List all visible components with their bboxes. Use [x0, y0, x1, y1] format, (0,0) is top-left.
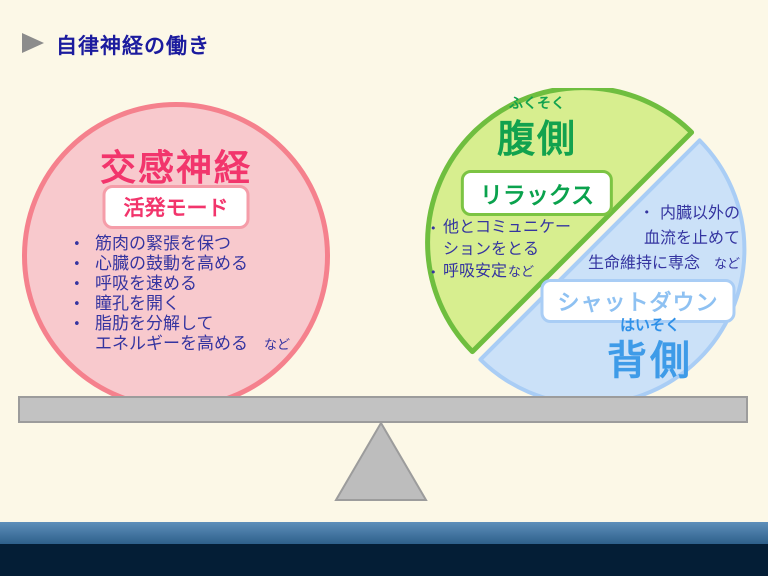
bullet-item: 心臓の鼓動を高める: [68, 254, 290, 275]
active-mode-badge: 活発モード: [102, 185, 250, 229]
sympathetic-title: 交感神経: [99, 148, 252, 189]
footer-gradient-bar: [0, 522, 768, 544]
balance-beam: [18, 396, 748, 423]
bullet-item: 他とコミュニケー: [430, 216, 571, 240]
bullet-item: 脂肪を分解して: [68, 314, 290, 335]
shutdown-mode-badge: シャットダウン: [540, 279, 736, 323]
dorsal-title: 背側: [607, 338, 693, 384]
ventral-title: 腹側: [496, 117, 577, 161]
ventral-bullet-list: 他とコミュニケー ションをとる 呼吸安定など: [430, 216, 571, 284]
bullet-continuation-text: エネルギーを高める: [95, 334, 248, 354]
etc-label: など: [508, 265, 535, 280]
bullet-item: 内臓以外の: [588, 200, 740, 225]
bullet-item-continuation: ションをとる: [443, 239, 540, 258]
relax-mode-badge-label: リラックス: [479, 183, 595, 209]
bullet-item: 呼吸を速める: [68, 274, 290, 295]
bullet-text: 生命維持に専念: [587, 253, 700, 272]
bullet-item-continuation: 血流を止めて: [643, 228, 740, 247]
active-mode-badge-label: 活発モード: [123, 196, 229, 220]
sympathetic-circle: 交感神経 活発モード 筋肉の緊張を保つ 心臓の鼓動を高める 呼吸を速める 瞳孔を…: [22, 102, 330, 410]
shutdown-mode-badge-label: シャットダウン: [557, 291, 719, 316]
bullet-item: 瞳孔を開く: [68, 294, 290, 315]
ventral-furigana: ふくそく: [509, 96, 565, 112]
bullet-text: 呼吸安定: [443, 261, 508, 280]
etc-label: など: [264, 338, 291, 353]
bullet-item: 呼吸安定など: [430, 260, 571, 284]
page-title: 自律神経の働き: [56, 34, 210, 58]
fulcrum-shape: [334, 421, 428, 501]
footer-navy-bar: [0, 544, 768, 576]
bullet-item-continuation: 生命維持に専念など: [588, 250, 740, 277]
bullet-item-continuation: エネルギーを高める など: [68, 334, 290, 356]
fulcrum-triangle: [334, 421, 428, 501]
dorsal-furigana: はいそく: [619, 316, 680, 334]
relax-mode-badge: リラックス: [460, 170, 614, 216]
title-arrow-icon: [22, 33, 44, 53]
sympathetic-bullet-list: 筋肉の緊張を保つ 心臓の鼓動を高める 呼吸を速める 瞳孔を開く 脂肪を分解して …: [68, 234, 290, 356]
etc-label: など: [713, 257, 740, 272]
bullet-item: 筋肉の緊張を保つ: [68, 234, 290, 255]
